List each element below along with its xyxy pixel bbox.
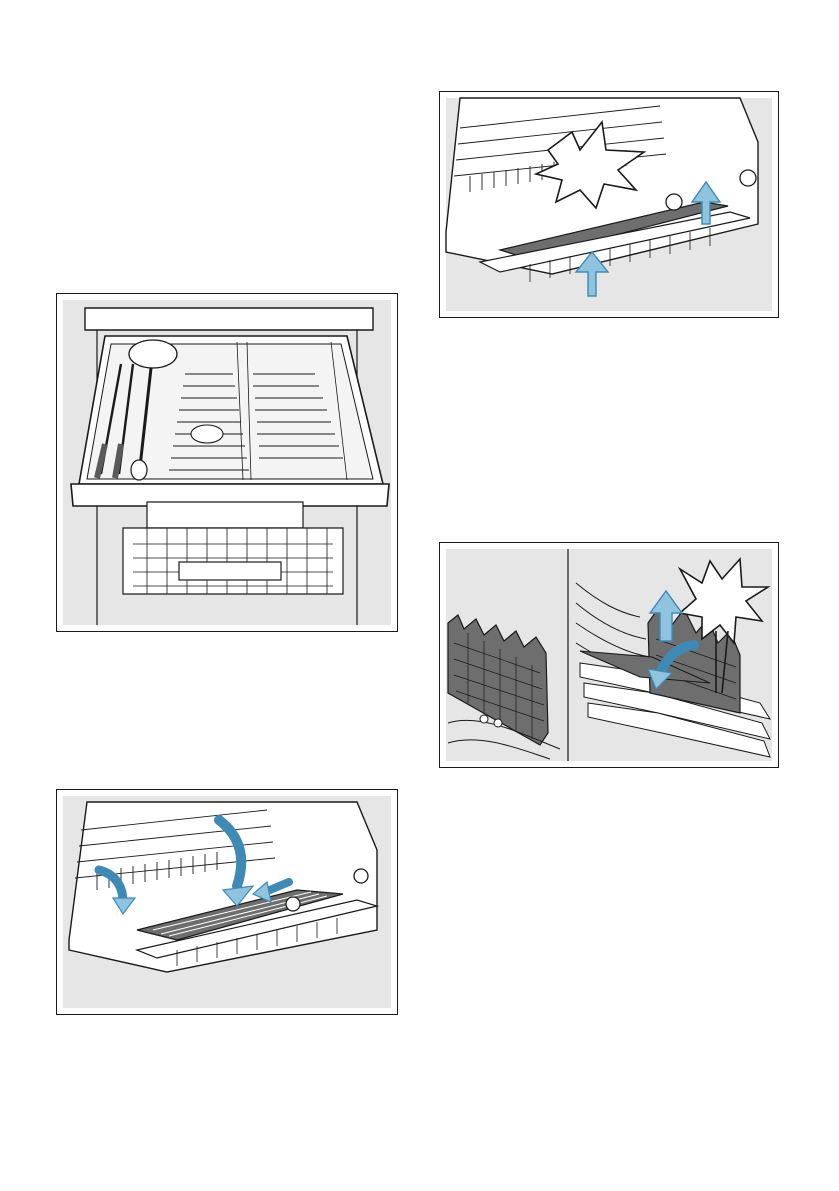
figure-cutlery-drawer xyxy=(56,293,398,632)
cutlery-drawer-illustration xyxy=(57,294,397,631)
rack-tines-illustration xyxy=(440,543,778,767)
figure-drawer-insert-lift xyxy=(439,91,779,318)
figure-rack-tines xyxy=(439,542,779,768)
drawer-insert-lift-illustration xyxy=(440,92,778,317)
drawer-insert-fold-illustration xyxy=(57,790,397,1014)
figure-drawer-insert-fold xyxy=(56,789,398,1015)
ladle-icon xyxy=(129,340,177,368)
